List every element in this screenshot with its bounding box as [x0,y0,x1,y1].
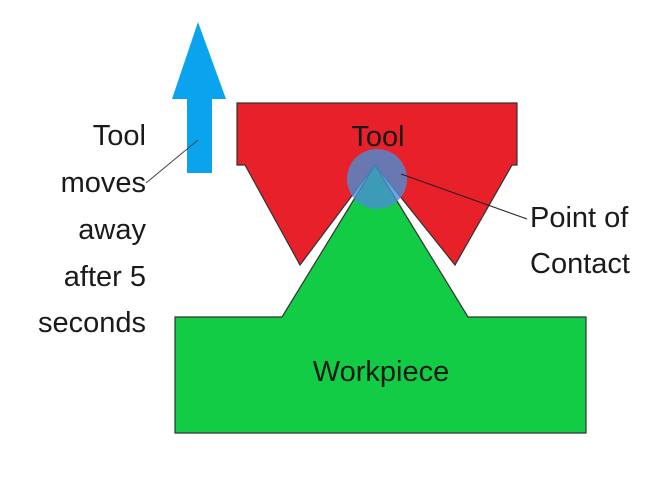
contact-line-2: Contact [530,248,630,280]
workpiece-shape [174,163,587,434]
motion-line-2: moves [61,167,146,199]
up-arrow-icon [172,22,226,173]
motion-line-1: Tool [93,120,146,152]
motion-line-4: after 5 [64,261,146,293]
motion-leader-line [145,139,199,184]
point-of-contact-marker [347,149,407,209]
contact-line-1: Point of [530,202,629,234]
contact-description: Point of Contact [530,202,630,280]
workpiece-label: Workpiece [313,356,449,388]
tool-shape [236,102,518,267]
motion-description: Tool moves away after 5 seconds [38,120,147,339]
motion-line-5: seconds [38,307,146,339]
motion-line-3: away [78,214,146,246]
contact-leader-line [400,173,528,220]
tool-label: Tool [351,121,404,153]
